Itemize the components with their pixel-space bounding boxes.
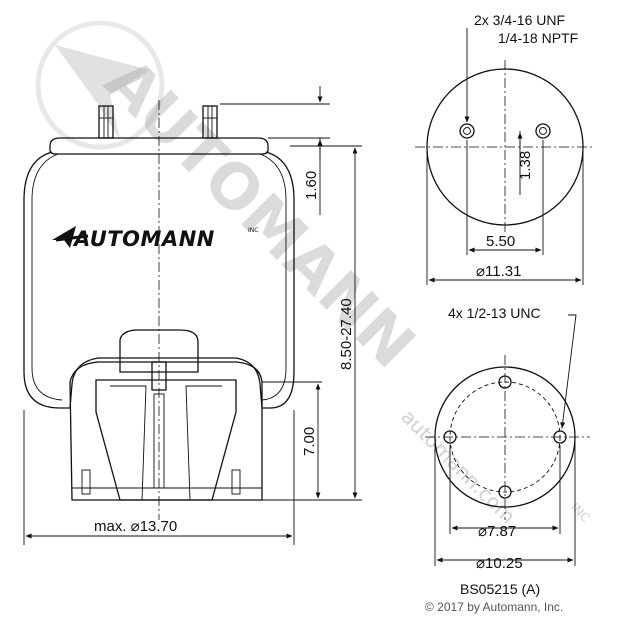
stud-port-icon bbox=[535, 123, 551, 139]
watermark-circle-icon bbox=[35, 20, 165, 150]
piston bbox=[69, 361, 263, 501]
logo-brand: AUTOMANN bbox=[72, 227, 215, 251]
spacing-label: 5.50 bbox=[486, 233, 515, 250]
logo-suffix: INC bbox=[248, 227, 258, 234]
top-stud-right bbox=[202, 105, 218, 139]
copyright: © 2017 by Automann, Inc. bbox=[425, 600, 563, 614]
bolt-note: 4x 1/2-13 UNC bbox=[448, 305, 541, 321]
logo-arrow-icon bbox=[52, 226, 76, 248]
watermark-brand: AUTOMANN bbox=[91, 44, 429, 382]
air-port-icon bbox=[459, 123, 475, 139]
side-view bbox=[23, 100, 295, 520]
top-view: 2x 3/4-16 UNF 1/4-18 NPTF 1.38 5.50 ⌀11.… bbox=[415, 12, 595, 285]
part-number: BS05215 (A) bbox=[460, 581, 540, 597]
bolt-hole-icon bbox=[498, 375, 512, 389]
side-dimensions: 1.60 8.50-27.40 7.00 max. ⌀13.70 bbox=[23, 86, 362, 545]
watermark-arrow-icon bbox=[55, 45, 150, 140]
bolt-hole-icon bbox=[553, 430, 567, 444]
watermark-suffix: INC bbox=[568, 500, 593, 525]
bellows bbox=[23, 151, 295, 409]
height-range-label: 8.50-27.40 bbox=[338, 298, 355, 370]
automann-logo: AUTOMANN INC bbox=[52, 226, 258, 251]
bumper bbox=[119, 329, 199, 373]
bolt-hole-icon bbox=[498, 485, 512, 499]
offset-label: 1.38 bbox=[517, 151, 534, 180]
height-top-label: 1.60 bbox=[303, 171, 320, 200]
bottom-diameter-label: ⌀10.25 bbox=[476, 555, 523, 572]
top-stud-left bbox=[98, 105, 114, 139]
port-note-line1: 2x 3/4-16 UNF bbox=[474, 12, 565, 28]
top-bead-plate bbox=[49, 137, 269, 155]
bottom-view: 4x 1/2-13 UNC ⌀7.87 ⌀10.25 bbox=[425, 305, 590, 572]
piston-height-label: 7.00 bbox=[301, 427, 318, 456]
top-diameter-label: ⌀11.31 bbox=[476, 263, 521, 280]
max-diameter-label: max. ⌀13.70 bbox=[94, 518, 177, 535]
bolt-circle-label: ⌀7.87 bbox=[478, 523, 516, 540]
port-note-line2: 1/4-18 NPTF bbox=[498, 30, 578, 46]
bolt-hole-icon bbox=[443, 430, 457, 444]
